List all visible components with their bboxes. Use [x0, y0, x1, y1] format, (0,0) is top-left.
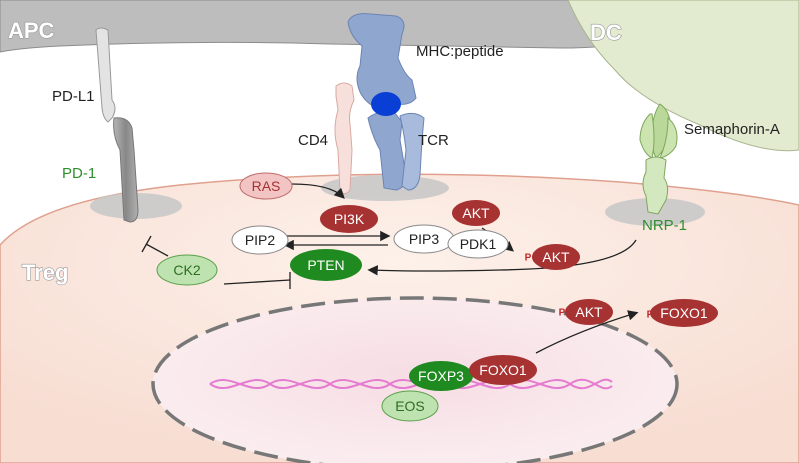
nrp-1-label: NRP-1 [642, 217, 687, 234]
svg-text:P: P [559, 308, 566, 319]
pd-1-label: PD-1 [62, 165, 96, 182]
node-foxp3: FOXP3 [409, 361, 473, 391]
svg-text:AKT: AKT [575, 304, 603, 320]
tcr-label: TCR [418, 132, 449, 149]
svg-text:AKT: AKT [462, 205, 490, 221]
semaphorin-a-label: Semaphorin-A [684, 121, 780, 138]
svg-text:RAS: RAS [252, 178, 281, 194]
svg-text:P: P [525, 253, 532, 264]
ras-to-pi3k-arrow [291, 183, 345, 199]
node-pi3k: PI3K [320, 205, 378, 233]
node-pip2: PIP2 [231, 225, 289, 255]
nrp1-to-pten-arrow [367, 239, 637, 276]
svg-text:FOXO1: FOXO1 [479, 362, 527, 378]
cd4-receptor [334, 82, 355, 195]
pd1-inhibits-ck2-bar [141, 235, 152, 253]
node-p-akt: P AKT [525, 244, 580, 270]
pd1-pdl1-receptor [95, 27, 139, 223]
svg-text:P: P [647, 310, 654, 321]
pd1-inhibits-ck2 [145, 243, 169, 257]
node-pip3: PIP3 [393, 224, 455, 254]
node-pten: PTEN [290, 249, 362, 281]
svg-text:FOXP3: FOXP3 [418, 368, 464, 384]
node-ck2: CK2 [156, 254, 218, 286]
mhc-peptide-label: MHC:peptide [416, 43, 504, 60]
dc-label: DC [590, 20, 622, 45]
cd4-label: CD4 [298, 132, 328, 149]
node-pdk1: PDK1 [447, 229, 509, 259]
svg-text:PDK1: PDK1 [460, 236, 497, 252]
node-akt: AKT [452, 200, 500, 226]
svg-text:PIP3: PIP3 [409, 231, 440, 247]
svg-text:AKT: AKT [542, 249, 570, 265]
mhc-tcr-complex [347, 13, 425, 191]
ck2-inhibits-pten [223, 279, 291, 285]
node-foxo1: FOXO1 [469, 355, 537, 385]
foxo1-export-arrow [535, 310, 639, 354]
svg-text:EOS: EOS [395, 398, 425, 414]
svg-text:PTEN: PTEN [307, 257, 344, 273]
node-eos: EOS [381, 390, 439, 422]
apc-label: APC [8, 18, 55, 43]
svg-text:CK2: CK2 [173, 262, 200, 278]
peptide [371, 92, 401, 116]
node-p-foxo1: P FOXO1 [647, 299, 718, 327]
node-ras: RAS [239, 172, 293, 200]
svg-text:PIP2: PIP2 [245, 232, 276, 248]
svg-text:FOXO1: FOXO1 [660, 305, 708, 321]
node-p-akt-nuclear: P AKT [559, 299, 613, 325]
semaphorin-nrp1-receptor [639, 103, 678, 215]
svg-text:PI3K: PI3K [334, 211, 365, 227]
treg-label: Treg [22, 260, 68, 285]
pd-l1-label: PD-L1 [52, 88, 95, 105]
